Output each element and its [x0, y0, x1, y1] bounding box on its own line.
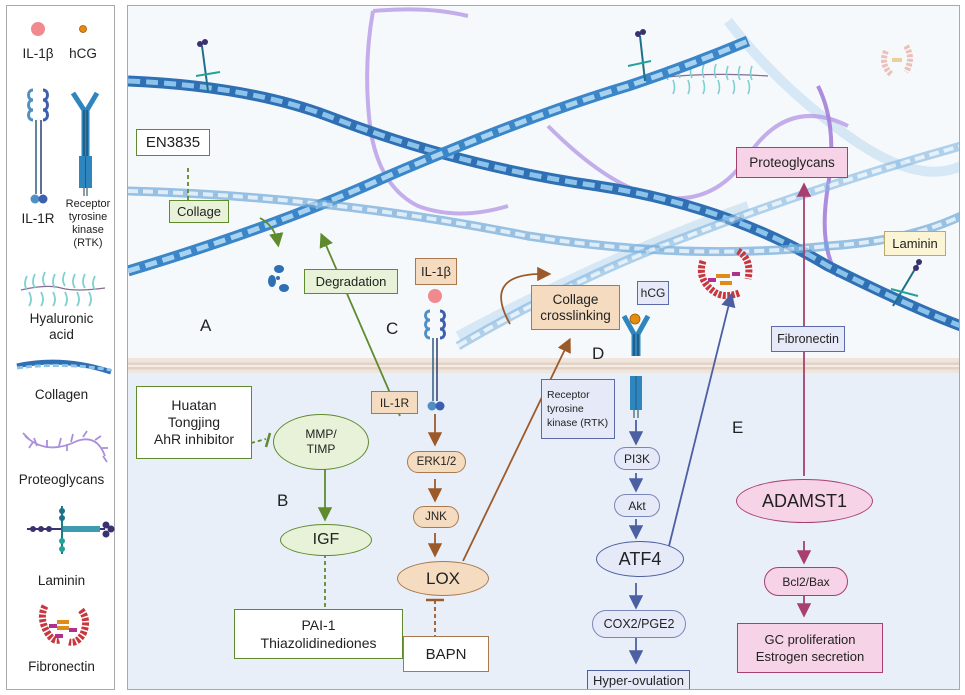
inhibitor-line: Huatan [171, 397, 217, 413]
erk-node[interactable]: ERK1/2 [407, 451, 466, 473]
jnk-node[interactable]: JNK [413, 506, 459, 528]
rtk-line: Receptor [65, 198, 111, 210]
collagen-icon [16, 359, 112, 375]
lox-node[interactable]: LOX [397, 561, 489, 596]
legend-label-rtk: Receptor tyrosine kinase (RTK) [61, 198, 115, 250]
crosslinking-line: Collage [552, 291, 599, 307]
bcl2-bax-node[interactable]: Bcl2/Bax [764, 567, 848, 596]
mmp-line: MMP/ [305, 427, 337, 441]
adamst1-node[interactable]: ADAMST1 [736, 479, 873, 523]
inhibition-huatan [250, 438, 267, 444]
gc-outcomes-box[interactable]: GC proliferation Estrogen secretion [737, 623, 883, 673]
ha-line: Hyaluronic [29, 311, 94, 326]
legend-label-proteoglycans: Proteoglycans [18, 472, 105, 487]
il1r-box[interactable]: IL-1R [371, 391, 418, 414]
fibronectin-icon [38, 604, 90, 646]
brown-pathway-arrows [426, 266, 571, 638]
fibronectin-icon [697, 247, 753, 300]
en3835-box[interactable]: EN3835 [136, 129, 210, 156]
il1-receptor-icon [27, 88, 49, 204]
arrow-mmp-to-collagen [319, 232, 401, 417]
rtk-box[interactable]: Receptor tyrosine kinase (RTK) [541, 379, 615, 439]
proteoglycan-icon [22, 430, 108, 463]
collagen-fiber-2 [128, 35, 751, 277]
il1b-box[interactable]: IL-1β [415, 258, 457, 285]
legend-label-il1b: IL-1β [22, 46, 54, 61]
legend-label-il1r: IL-1R [21, 211, 55, 226]
inhibition-huatan-bar [264, 432, 272, 448]
rtk-line: tyrosine [68, 211, 108, 223]
laminin-icon [627, 29, 652, 82]
collage-box[interactable]: Collage [169, 200, 229, 223]
panel-label-d: D [592, 344, 605, 363]
panel-label-b: B [277, 491, 289, 510]
collagen-fiber-1 [128, 75, 959, 332]
inhibitor-line: PAI-1 [301, 617, 336, 633]
degradation-fragments-icon [268, 265, 289, 292]
fibronectin-faint-icon [881, 44, 913, 78]
il1b-ligand-icon [31, 22, 45, 36]
pi3k-node[interactable]: PI3K [614, 447, 660, 470]
crosslinking-line: crosslinking [540, 307, 611, 323]
rtk-line: Receptor [547, 389, 590, 401]
legend-label-hyaluronic-acid: Hyaluronic acid [7, 311, 116, 343]
rtk-line: kinase [72, 224, 104, 236]
hcg-box[interactable]: hCG [637, 281, 669, 305]
collagen-fiber-3 [128, 186, 959, 257]
ha-line: acid [49, 327, 74, 342]
arrow-collagen-to-degradation [259, 217, 284, 248]
fibronectin-box[interactable]: Fibronectin [771, 326, 845, 352]
blue-pathway-arrows [628, 292, 736, 665]
inhibitor-line: Tongjing [167, 414, 221, 430]
degradation-box[interactable]: Degradation [304, 269, 398, 294]
il1b-ligand-icon [428, 289, 442, 303]
rtk-line: tyrosine [547, 403, 584, 415]
igf-node[interactable]: IGF [280, 524, 372, 556]
outcome-line: Estrogen secretion [755, 649, 865, 664]
panel-label-e: E [732, 418, 744, 437]
rtk-icon [621, 314, 651, 418]
outcome-line: GC proliferation [764, 632, 856, 647]
inhibitor-line: AhR inhibitor [153, 431, 235, 447]
rtk-line: kinase (RTK) [547, 417, 609, 429]
proteoglycans-box[interactable]: Proteoglycans [736, 147, 848, 178]
collage-crosslinking-box[interactable]: Collage crosslinking [531, 285, 620, 330]
legend-label-collagen: Collagen [34, 387, 89, 402]
mmp-line: TIMP [306, 442, 336, 456]
laminin-icon [890, 259, 922, 307]
akt-node[interactable]: Akt [614, 494, 660, 517]
hyper-ovulation-box[interactable]: Hyper-ovulation [587, 670, 690, 689]
inhibitor-line: Thiazolidinediones [260, 635, 377, 651]
legend-icons [16, 22, 115, 646]
background-collagen-fibers [455, 17, 959, 341]
legend-label-hcg: hCG [69, 46, 97, 61]
laminin-box[interactable]: Laminin [884, 231, 946, 256]
il1-receptor-icon [424, 309, 446, 411]
rtk-line: (RTK) [73, 237, 103, 249]
rtk-icon [70, 91, 100, 196]
cox2-pge2-node[interactable]: COX2/PGE2 [592, 610, 686, 638]
laminin-icon [195, 39, 221, 92]
arrow-lox-to-crosslinking [462, 337, 571, 562]
mmp-timp-node[interactable]: MMP/ TIMP [273, 414, 369, 470]
laminin-icon [27, 506, 115, 554]
pai1-inhibitors-box[interactable]: PAI-1 Thiazolidinediones [234, 609, 403, 659]
hcg-ligand-icon [79, 25, 87, 33]
cell-membrane [128, 358, 959, 373]
legend-label-laminin: Laminin [37, 573, 86, 588]
atf4-node[interactable]: ATF4 [596, 541, 684, 577]
legend-label-fibronectin: Fibronectin [28, 659, 95, 674]
legend-panel: IL-1β hCG IL-1R Receptor tyrosine kinase… [6, 5, 115, 690]
panel-label-a: A [200, 316, 212, 335]
hyaluronic-acid-icon [20, 271, 106, 307]
panel-label-c: C [386, 319, 399, 338]
arrow-atf4-to-fibronectin [668, 292, 736, 547]
main-diagram: A B C D E EN3835 Collage Degradation Hua… [127, 5, 960, 690]
huatan-inhibitors-box[interactable]: Huatan Tongjing AhR inhibitor [136, 386, 252, 459]
arrow-crosslinking-loop [500, 266, 552, 325]
bapn-box[interactable]: BAPN [403, 636, 489, 672]
hcg-ligand-icon [629, 313, 641, 325]
